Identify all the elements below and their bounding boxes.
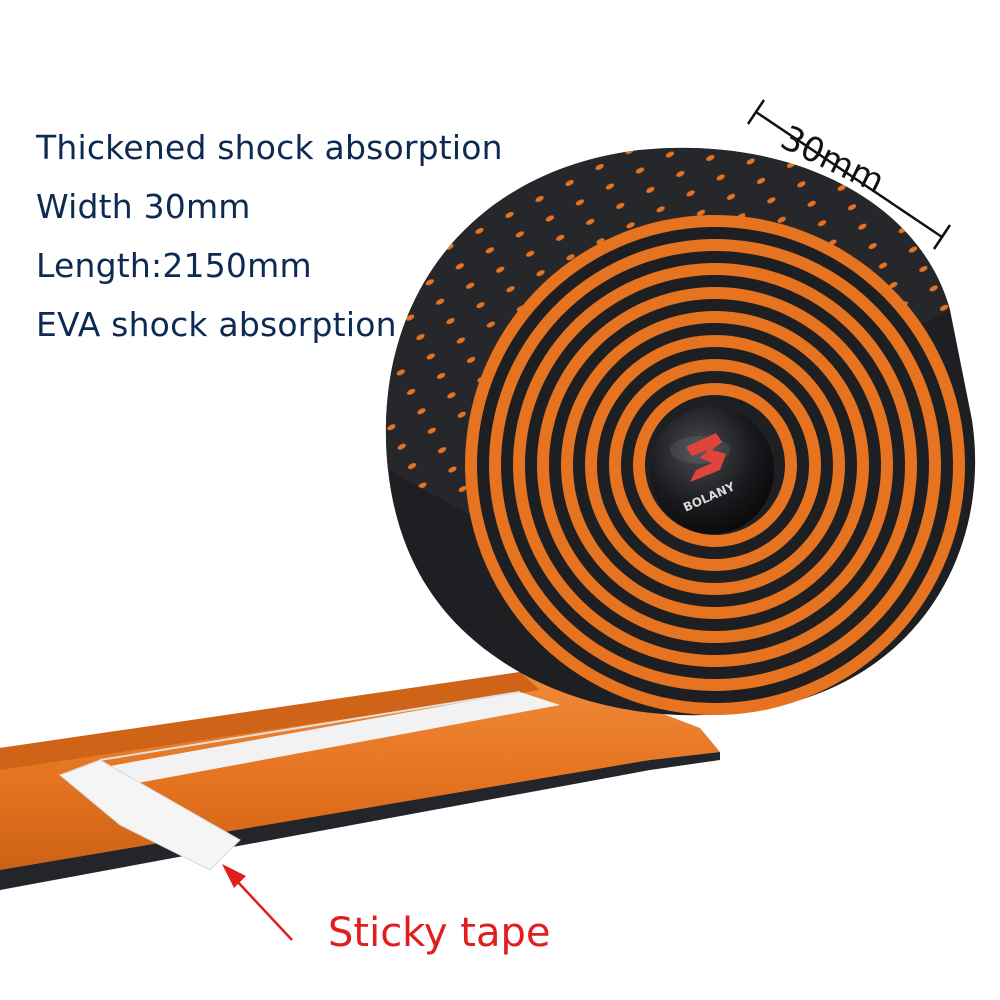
width-dimension-line: [746, 99, 952, 250]
feature-list: Thickened shock absorption Width 30mm Le…: [36, 118, 503, 354]
tape-roll: BOLANY: [385, 147, 976, 716]
sticky-tape-label: Sticky tape: [328, 910, 551, 956]
callout-arrow: [222, 864, 293, 941]
unrolled-strip: [0, 672, 720, 890]
feature-item: Length:2150mm: [36, 246, 312, 285]
feature-item: EVA shock absorption: [36, 305, 397, 344]
feature-item: Thickened shock absorption: [36, 128, 503, 167]
feature-item: Width 30mm: [36, 187, 251, 226]
bar-end-cap: BOLANY: [650, 406, 774, 534]
